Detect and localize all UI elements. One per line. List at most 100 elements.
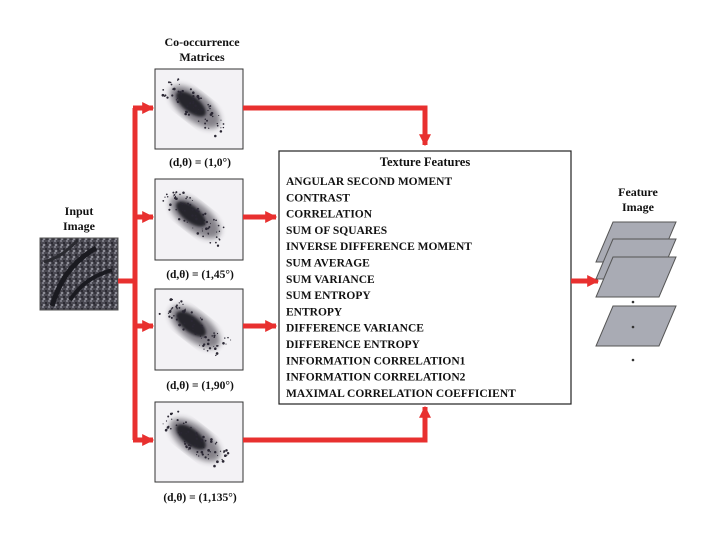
scatter-dot [215, 219, 217, 222]
input-to-matrices-arrows [118, 101, 155, 447]
scatter-dot [222, 126, 225, 129]
scatter-dot [211, 115, 214, 118]
texture-features-box: Texture Features ANGULAR SECOND MOMENTCO… [278, 150, 572, 405]
scatter-dot [181, 89, 184, 93]
scatter-dot [193, 444, 196, 447]
scatter-dot [222, 226, 225, 229]
scatter-dot [204, 122, 207, 125]
scatter-dot [178, 323, 181, 327]
scatter-dot [169, 427, 172, 430]
matrix-caption-135: (d,θ) = (1,135°) [163, 492, 237, 504]
scatter-dot [204, 439, 207, 442]
scatter-dot [184, 308, 186, 310]
feature-item: DIFFERENCE ENTROPY [286, 339, 421, 351]
scatter-dot [193, 107, 195, 109]
scatter-dot [191, 325, 194, 328]
scatter-dot [202, 446, 205, 448]
scatter-dot [216, 244, 220, 247]
scatter-dot [175, 208, 177, 211]
scatter-dot [207, 338, 210, 342]
scatter-dot [175, 99, 178, 101]
scatter-dot [168, 315, 171, 318]
scatter-dot [196, 454, 198, 456]
scatter-dot [225, 343, 227, 345]
matrices-title-line1: Co-occurrence [164, 35, 240, 49]
scatter-dot [187, 444, 191, 447]
scatter-dot [184, 112, 187, 116]
scatter-dot [173, 194, 176, 196]
scatter-dot [178, 430, 181, 433]
scatter-dot [212, 218, 215, 221]
scatter-dot [216, 122, 219, 125]
feature-item: SUM ENTROPY [286, 290, 371, 302]
scatter-dot [213, 332, 215, 334]
feature-item: CORRELATION [286, 209, 373, 221]
scatter-dot [203, 348, 205, 350]
scatter-dot [178, 207, 181, 210]
scatter-dot [171, 308, 173, 310]
scatter-dot [197, 207, 199, 210]
scatter-dot [189, 102, 192, 105]
scatter-dot [178, 83, 180, 85]
scatter-dot [210, 440, 213, 443]
scatter-dot [215, 352, 219, 355]
scatter-dot [214, 347, 217, 350]
scatter-dot [208, 127, 210, 129]
scatter-dot [209, 241, 212, 244]
scatter-dot [193, 323, 195, 326]
feature-item: INFORMATION CORRELATION2 [286, 372, 466, 384]
scatter-core [175, 424, 207, 450]
scatter-dot [182, 328, 185, 331]
scatter-dot [219, 131, 222, 133]
scatter-dot [218, 238, 220, 240]
scatter-dot [197, 210, 200, 213]
scatter-dot [169, 203, 172, 206]
matrix-panel-135 [154, 401, 244, 483]
scatter-dot [161, 93, 165, 97]
scatter-dot [191, 214, 194, 217]
scatter-dot [217, 224, 220, 227]
scatter-dot [186, 221, 188, 223]
scatter-dot [207, 458, 210, 460]
scatter-dot [213, 336, 216, 339]
scatter-dot [203, 219, 206, 222]
scatter-dot [190, 311, 193, 314]
feature-item: DIFFERENCE VARIANCE [286, 323, 424, 335]
scatter-dot [185, 421, 187, 424]
scatter-dot [192, 91, 195, 94]
scatter-dot [196, 232, 200, 235]
scatter-dot [177, 432, 179, 434]
scatter-dot [170, 316, 173, 319]
scatter-dot [168, 310, 172, 313]
scatter-dot [179, 433, 182, 436]
scatter-dot [200, 450, 204, 454]
scatter-dot [220, 127, 222, 129]
scatter-dot [225, 449, 228, 452]
scatter-dot [209, 105, 212, 107]
scatter-dot [182, 422, 185, 425]
feature-plane-3 [595, 256, 677, 298]
scatter-dot [188, 446, 192, 450]
scatter-dot [181, 203, 184, 205]
scatter-dot [227, 336, 229, 339]
scatter-dot [198, 455, 200, 457]
scatter-dot [208, 226, 211, 228]
feature-item: ANGULAR SECOND MOMENT [286, 176, 452, 188]
scatter-dot [162, 200, 165, 202]
scatter-dot [197, 97, 201, 100]
scatter-dot [211, 335, 213, 337]
scatter-dot [224, 337, 226, 339]
matrix-caption-0: (d,θ) = (1,0°) [169, 157, 231, 169]
scatter-dot [163, 95, 166, 98]
scatter-dot [226, 451, 230, 455]
scatter-dot [208, 106, 210, 108]
scatter-dot [216, 231, 218, 233]
scatter-dot [197, 108, 200, 111]
scatter-dot [164, 428, 168, 432]
scatter-dot [175, 424, 178, 427]
scatter-dot [175, 318, 178, 321]
matrix-panel-90 [154, 288, 244, 371]
scatter-dot [186, 105, 189, 108]
scatter-dot [199, 317, 202, 319]
